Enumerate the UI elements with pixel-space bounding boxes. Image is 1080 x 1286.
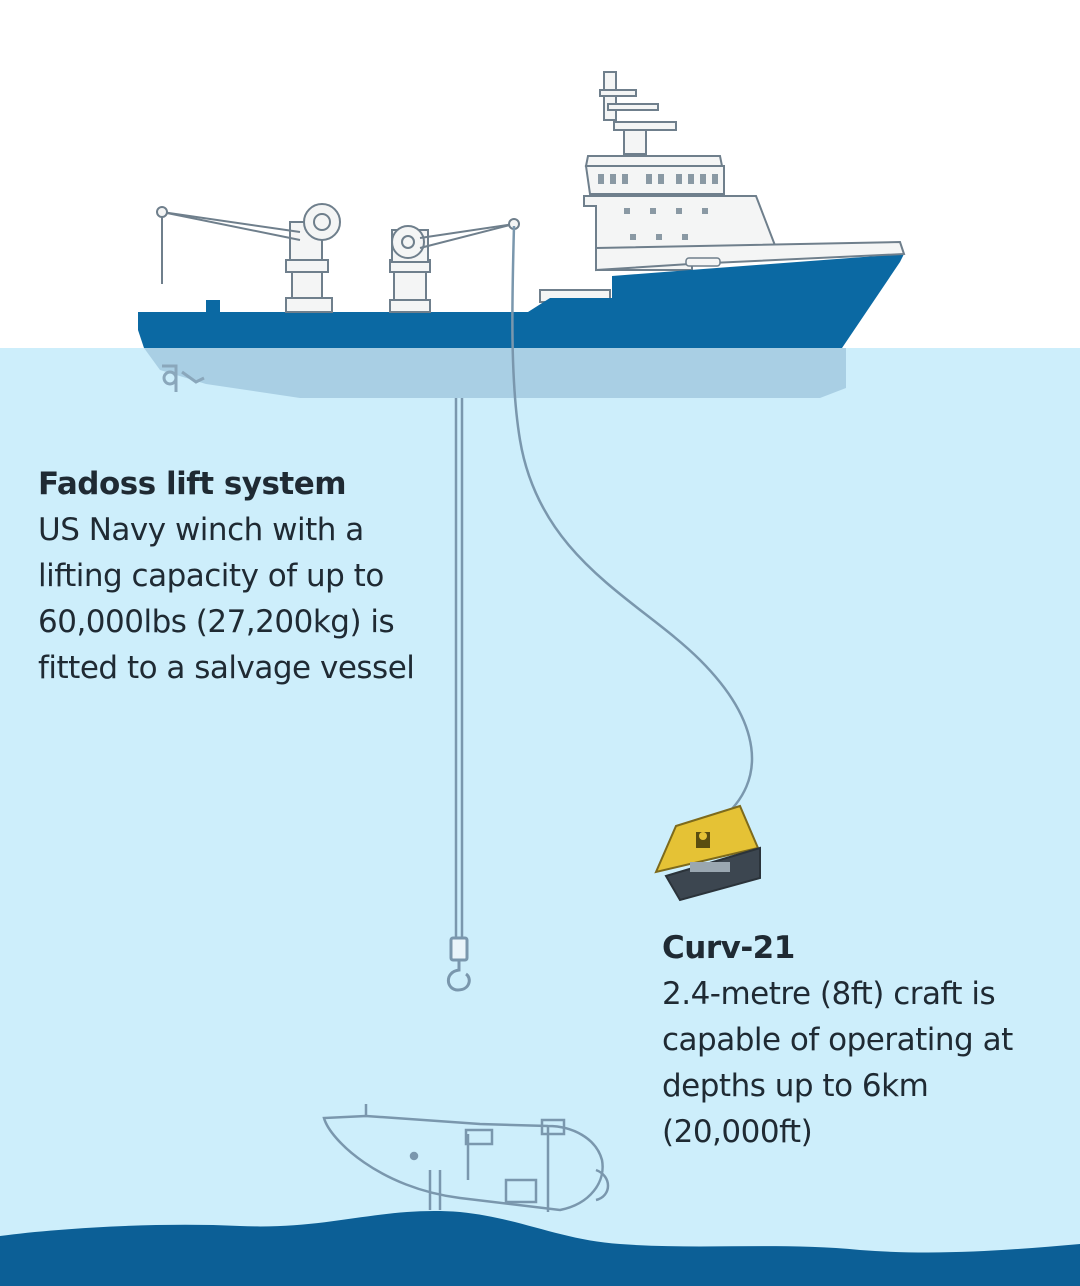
curv-21-rov (654, 804, 761, 902)
lift-system-line: fitted to a salvage vessel (38, 650, 415, 686)
ship-hull-submerged (144, 348, 846, 398)
lift-system-title: Fadoss lift system (38, 466, 347, 502)
bridge-windows (598, 174, 718, 240)
lift-system-callout: Fadoss lift system US Navy winch with a … (38, 461, 458, 691)
crane-fwd (389, 218, 520, 315)
rov-tether (511, 225, 754, 821)
rov-callout: Curv-21 2.4-metre (8ft) craft is capable… (662, 925, 1062, 1155)
lift-hook (446, 936, 471, 992)
crane-aft (156, 203, 341, 315)
rov-line: depths up to 6km (662, 1068, 929, 1104)
seabed (0, 1211, 1080, 1286)
winch-cable (454, 398, 464, 938)
ship-hull (138, 254, 904, 348)
lift-system-line: 60,000lbs (27,200kg) is (38, 604, 395, 640)
propeller (162, 364, 205, 392)
rov-line: 2.4-metre (8ft) craft is (662, 976, 996, 1012)
rov-title: Curv-21 (662, 930, 795, 966)
submersible-wreck (322, 1104, 610, 1212)
lift-system-line: US Navy winch with a (38, 512, 364, 548)
lift-system-line: lifting capacity of up to (38, 558, 384, 594)
rov-line: capable of operating at (662, 1022, 1013, 1058)
rov-line: (20,000ft) (662, 1114, 813, 1150)
